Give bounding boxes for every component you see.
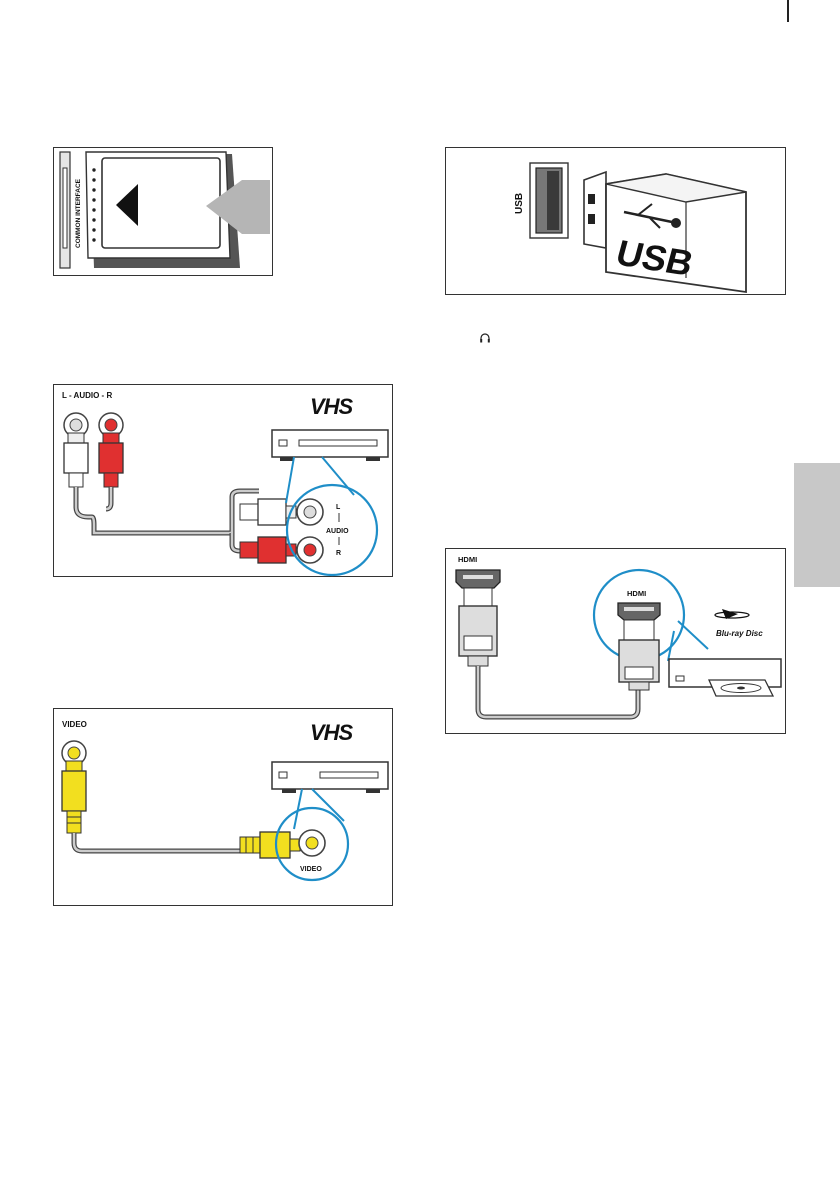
video-illustration: VIDEO VHS VIDEO (61, 720, 389, 882)
usb-trident-icon (623, 203, 681, 229)
tv-video-label: VIDEO (62, 720, 87, 729)
device-video-label: VIDEO (300, 866, 322, 873)
bluray-logo-text: Blu-ray Disc (716, 629, 763, 638)
audio-rca-illustration: L - AUDIO - R VHS L AUDIO (62, 391, 389, 577)
bluray-logo-icon: Blu-ray Disc (714, 609, 763, 638)
hdmi-figure: HDMI HDMI Blu-ray Disc (445, 548, 786, 734)
page-top-rule (787, 0, 789, 22)
section-side-tab (794, 463, 840, 587)
common-interface-illustration: COMMON INTERFACE (59, 151, 270, 269)
tv-hdmi-label: HDMI (458, 555, 477, 564)
usb-illustration: USB USB (514, 162, 747, 294)
video-figure: VIDEO VHS VIDEO (53, 708, 393, 906)
headphones-icon (479, 331, 491, 349)
jack-audio-label: AUDIO (326, 528, 349, 535)
device-hdmi-label: HDMI (627, 589, 646, 598)
tv-audio-label: L - AUDIO - R (62, 391, 112, 400)
insert-arrow-icon (116, 184, 138, 226)
usb-port-label: USB (514, 193, 525, 214)
hdmi-illustration: HDMI HDMI Blu-ray Disc (455, 555, 782, 720)
ci-slot-label: COMMON INTERFACE (75, 178, 82, 248)
jack-l-label: L (336, 504, 341, 511)
vhs-logo-video: VHS (310, 720, 354, 745)
jack-r-label: R (336, 550, 341, 557)
common-interface-figure: COMMON INTERFACE (53, 147, 273, 276)
vhs-logo: VHS (310, 394, 354, 419)
usb-figure: USB USB (445, 147, 786, 295)
audio-rca-figure: L - AUDIO - R VHS L AUDIO (53, 384, 393, 577)
